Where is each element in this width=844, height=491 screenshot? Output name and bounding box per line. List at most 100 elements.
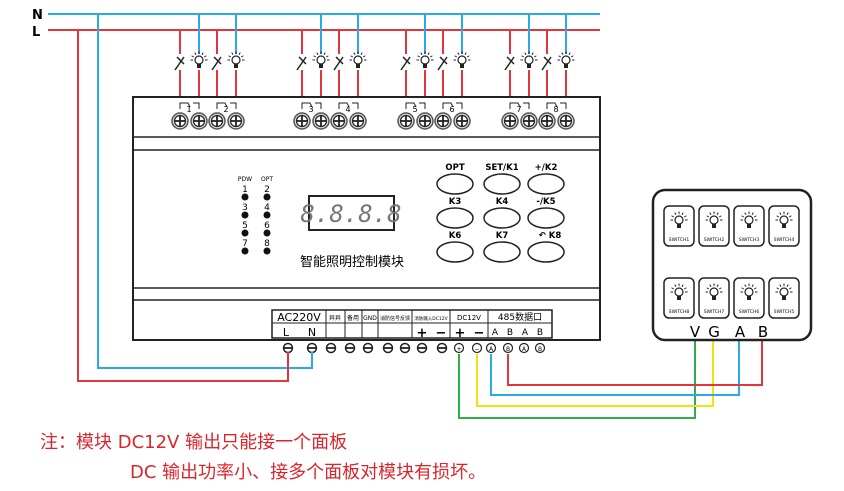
output-terminal[interactable]: [453, 112, 471, 130]
output-terminal[interactable]: [520, 112, 538, 130]
svg-text:−: −: [474, 346, 479, 353]
relay-channel-label: 7: [516, 105, 521, 114]
switch-label: SWITCH6: [739, 309, 760, 315]
switch-icon: [211, 56, 222, 71]
key-button[interactable]: [527, 173, 565, 195]
input-terminal[interactable]: [362, 342, 374, 354]
input-terminal[interactable]: [306, 342, 318, 354]
signal-terminal[interactable]: A: [485, 342, 497, 354]
ac-pin-label: L: [283, 326, 290, 339]
indicator-led: [241, 229, 249, 237]
switch-icon: [400, 56, 411, 71]
output-terminal[interactable]: [557, 112, 575, 130]
signal-terminal[interactable]: −: [471, 342, 483, 354]
output-terminal[interactable]: [397, 112, 415, 130]
relay-channel-label: 2: [223, 105, 228, 114]
fire-pin-label: −: [436, 326, 447, 341]
output-terminal[interactable]: [538, 112, 556, 130]
key-button[interactable]: [483, 207, 521, 229]
bulb-icon: [705, 283, 723, 300]
display-value: 8.8.8.8: [300, 200, 401, 228]
output-terminal[interactable]: [434, 112, 452, 130]
input-terminal[interactable]: [416, 342, 428, 354]
bulb-icon: [312, 51, 330, 68]
output-terminal[interactable]: [416, 112, 434, 130]
key-label: K3: [449, 197, 462, 207]
indicator-led: [263, 211, 271, 219]
switch-label: SWITCH1: [669, 237, 690, 243]
panel-switch-key[interactable]: SWITCH4: [768, 205, 800, 247]
output-terminal[interactable]: [208, 112, 226, 130]
indicator-label: 1: [242, 185, 248, 195]
indicator-label: 7: [242, 239, 248, 249]
ac-pin-label: N: [308, 326, 316, 339]
panel-switch-key[interactable]: SWITCH2: [698, 205, 730, 247]
key-button[interactable]: [436, 173, 474, 195]
fire-input-label: 消防输入DC12V: [414, 315, 448, 322]
signal-terminal[interactable]: A: [518, 342, 530, 354]
output-terminal[interactable]: [501, 112, 519, 130]
input-terminal[interactable]: [399, 342, 411, 354]
output-terminal[interactable]: [293, 112, 311, 130]
opt-label: OPT: [261, 176, 273, 183]
switch-label: SWITCH7: [704, 309, 725, 315]
key-button[interactable]: [483, 241, 521, 263]
rs485-pin-label: A: [492, 328, 499, 338]
a-wire: [490, 338, 740, 396]
switch-label: SWITCH4: [774, 237, 795, 243]
output-terminal[interactable]: [227, 112, 245, 130]
bulb-icon: [740, 283, 758, 300]
input-terminal[interactable]: [325, 342, 337, 354]
signal-terminal[interactable]: B: [534, 342, 546, 354]
switch-icon: [504, 56, 515, 71]
output-terminal[interactable]: [190, 112, 208, 130]
note-line-1: 注：模块 DC12V 输出只能接一个面板: [40, 432, 348, 453]
key-button[interactable]: [436, 241, 474, 263]
key-button[interactable]: [483, 173, 521, 195]
signal-terminal[interactable]: B: [502, 342, 514, 354]
bulb-icon: [453, 51, 471, 68]
svg-text:B: B: [506, 346, 510, 353]
switch-icon: [437, 56, 448, 71]
indicator-led: [241, 211, 249, 219]
indicator-led: [241, 247, 249, 255]
switch-label: SWITCH2: [704, 237, 725, 243]
output-terminal[interactable]: [349, 112, 367, 130]
panel-switch-key[interactable]: SWITCH5: [768, 277, 800, 319]
key-label: ↶ K8: [539, 231, 562, 241]
note-line-2: DC 输出功率小、接多个面板对模块有损坏。: [130, 462, 487, 483]
output-terminal[interactable]: [312, 112, 330, 130]
indicator-label: 8: [264, 239, 270, 249]
switch-icon: [296, 56, 307, 71]
live-label: L: [32, 25, 40, 40]
panel-switch-key[interactable]: SWITCH7: [698, 277, 730, 319]
bulb-icon: [349, 51, 367, 68]
key-button[interactable]: [527, 241, 565, 263]
panel-pin-label: V: [690, 323, 701, 341]
signal-terminal[interactable]: +: [453, 342, 465, 354]
key-label: OPT: [445, 163, 464, 173]
key-button[interactable]: [436, 207, 474, 229]
panel-switch-key[interactable]: SWITCH8: [663, 277, 695, 319]
panel-switch-key[interactable]: SWITCH3: [733, 205, 765, 247]
relay-channel-label: 5: [412, 105, 417, 114]
bulb-icon: [557, 51, 575, 68]
input-terminal[interactable]: [382, 342, 394, 354]
input-terminal[interactable]: [436, 342, 448, 354]
ac-title: AC220V: [277, 311, 321, 324]
rs485-pin-label: B: [507, 328, 513, 338]
key-button[interactable]: [527, 207, 565, 229]
g-wire: [476, 338, 714, 407]
key-label: -/K5: [536, 197, 555, 207]
switch-label: SWITCH5: [774, 309, 795, 315]
panel-switch-key[interactable]: SWITCH1: [663, 205, 695, 247]
input-terminal[interactable]: [282, 342, 294, 354]
output-terminal[interactable]: [171, 112, 189, 130]
dc-pin-label: −: [474, 326, 485, 341]
panel-switch-key[interactable]: SWITCH6: [733, 277, 765, 319]
input-terminal[interactable]: [344, 342, 356, 354]
relay-channel-label: 8: [553, 105, 558, 114]
indicator-label: 5: [242, 221, 248, 231]
output-terminal[interactable]: [330, 112, 348, 130]
svg-text:A: A: [489, 346, 494, 353]
